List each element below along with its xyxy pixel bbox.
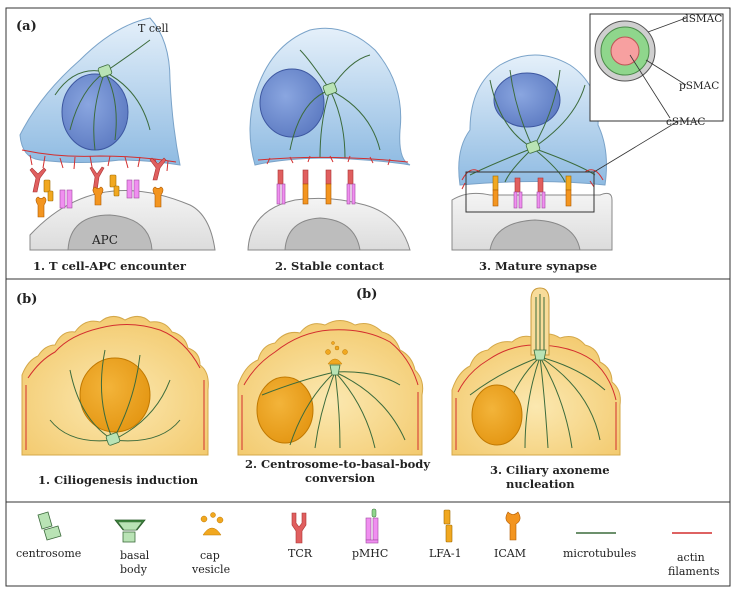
legend-icam: ICAM bbox=[494, 547, 526, 560]
t-cell-label: T cell bbox=[138, 22, 169, 35]
legend-centrosome: centrosome bbox=[16, 547, 81, 560]
smac-label-c: cSMAC bbox=[666, 116, 705, 128]
pmhc-icon bbox=[365, 508, 379, 544]
apc-cell-1 bbox=[29, 189, 216, 251]
panel-b-tag-mid: (b) bbox=[356, 287, 377, 302]
legend-lfa1: LFA-1 bbox=[429, 547, 462, 560]
cilia-cell-2 bbox=[237, 320, 424, 456]
step-b-2b: conversion bbox=[305, 471, 376, 485]
legend: centrosome basal body cap vesicle TCR pM… bbox=[16, 508, 720, 578]
apc-cell-2 bbox=[247, 197, 411, 251]
legend-pmhc: pMHC bbox=[352, 547, 388, 560]
legend-actin: actin bbox=[677, 551, 705, 564]
legend-cap: cap bbox=[200, 549, 220, 562]
cilia-cell-1 bbox=[21, 316, 209, 456]
outer-frame bbox=[5, 7, 731, 587]
step-b-3a: 3. Ciliary axoneme bbox=[490, 463, 610, 477]
tcr-icon bbox=[291, 512, 307, 544]
step-a-3: 3. Mature synapse bbox=[479, 259, 597, 273]
cilia-cell-3 bbox=[451, 287, 621, 456]
step-b-2a: 2. Centrosome-to-basal-body bbox=[245, 457, 430, 471]
t-cell-2 bbox=[249, 27, 411, 166]
cap-vesicle-icon bbox=[200, 512, 224, 536]
synapse-zoom-box bbox=[465, 171, 595, 213]
panel-b-tag-left: (b) bbox=[16, 292, 37, 307]
step-b-3b: nucleation bbox=[506, 477, 575, 491]
receptors-3 bbox=[492, 175, 572, 209]
apc-label: APC bbox=[91, 233, 118, 247]
t-cell-1 bbox=[19, 17, 181, 172]
receptors-1 bbox=[29, 157, 167, 218]
basal-body-icon bbox=[114, 519, 146, 543]
step-a-2: 2. Stable contact bbox=[275, 259, 385, 273]
legend-vesicle: vesicle bbox=[191, 563, 230, 576]
smac-label-d: dSMAC bbox=[682, 13, 722, 25]
receptors-2 bbox=[276, 169, 356, 205]
step-b-1: 1. Ciliogenesis induction bbox=[38, 473, 199, 487]
smac-inset bbox=[589, 13, 724, 122]
zoom-line bbox=[593, 119, 681, 173]
t-cell-3 bbox=[458, 54, 607, 190]
icam-icon bbox=[505, 511, 521, 541]
step-a-1: 1. T cell-APC encounter bbox=[33, 259, 187, 273]
apc-cell-3 bbox=[451, 192, 613, 251]
smac-label-p: pSMAC bbox=[679, 80, 719, 92]
panel-a-tag: (a) bbox=[16, 19, 37, 34]
centrosome-icon bbox=[37, 511, 62, 541]
legend-basal: basal bbox=[120, 549, 150, 562]
legend-body: body bbox=[120, 563, 148, 576]
legend-tcr: TCR bbox=[288, 547, 313, 560]
lfa1-icon bbox=[443, 509, 453, 543]
legend-microtubules: microtubules bbox=[563, 547, 637, 560]
legend-filaments: filaments bbox=[668, 565, 720, 578]
